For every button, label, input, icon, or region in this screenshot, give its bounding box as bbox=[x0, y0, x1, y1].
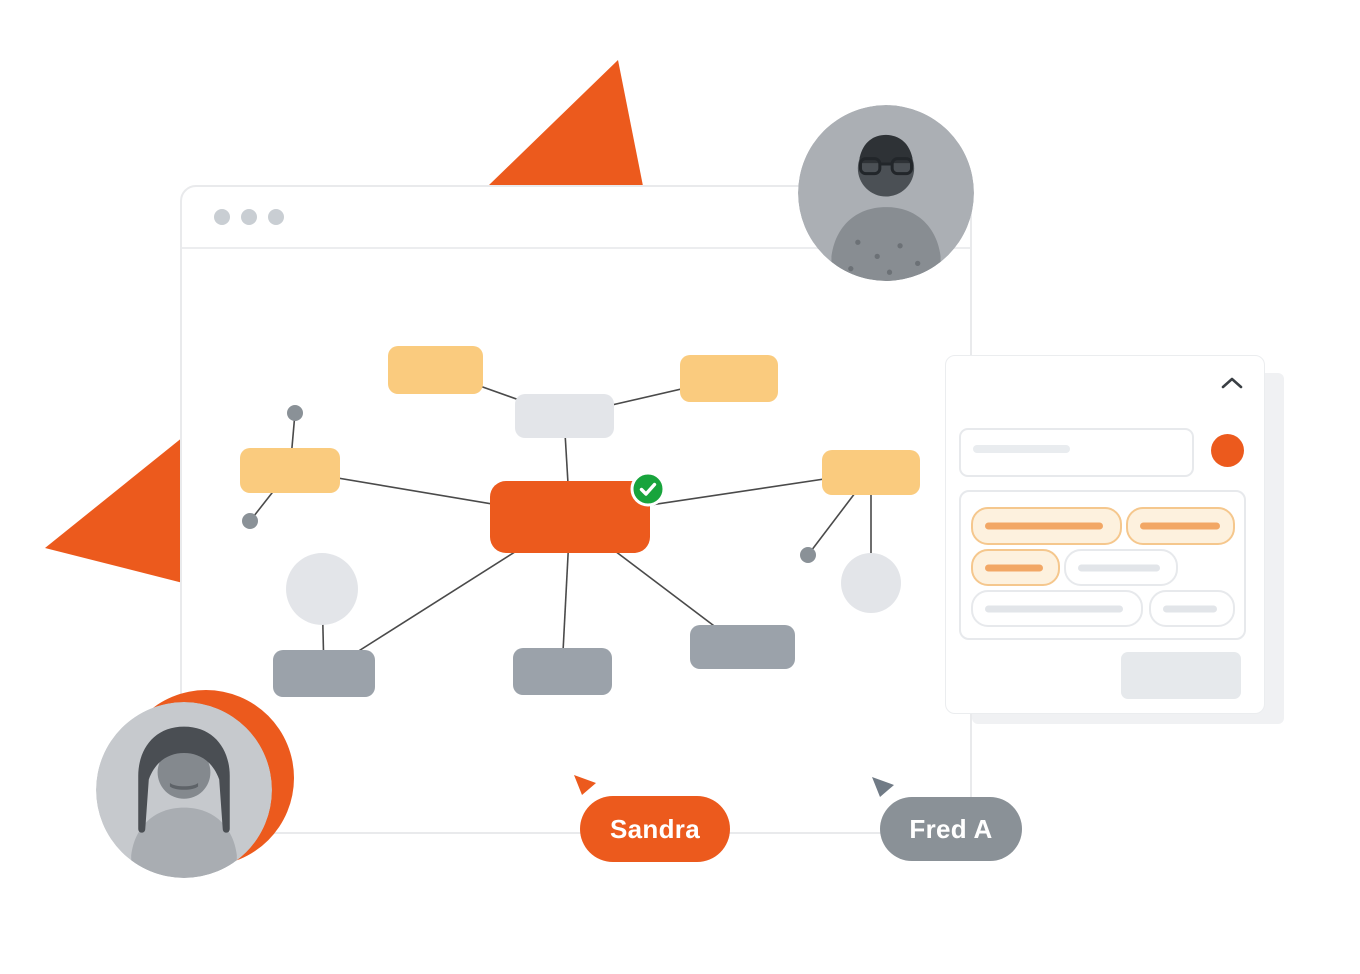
diagram-node-subtopic-bottom-center[interactable] bbox=[513, 648, 612, 695]
diagram-node-connector-dot-2[interactable] bbox=[242, 513, 258, 529]
collaborator-avatar-woman bbox=[96, 702, 272, 878]
bubble-text-skeleton bbox=[1163, 605, 1217, 612]
window-control-dot[interactable] bbox=[268, 209, 284, 225]
bubble-text-skeleton bbox=[1140, 522, 1220, 530]
chat-bubble bbox=[1149, 590, 1235, 627]
diagram-node-shape-circle-right[interactable] bbox=[841, 553, 901, 613]
decorative-triangle-left bbox=[45, 437, 183, 583]
diagram-node-subtopic-right[interactable] bbox=[822, 450, 920, 495]
comments-panel bbox=[945, 355, 1265, 714]
cursor-pointer-icon bbox=[574, 775, 596, 795]
window-control-dot[interactable] bbox=[214, 209, 230, 225]
diagram-node-subtopic-bottom-left[interactable] bbox=[273, 650, 375, 697]
diagram-node-subtopic-top-center[interactable] bbox=[515, 394, 614, 438]
chat-bubble bbox=[971, 590, 1143, 627]
decorative-triangle-top bbox=[488, 60, 643, 186]
collaborator-cursor-sandra: Sandra bbox=[572, 774, 752, 869]
collaborator-cursor-fred: Fred A bbox=[870, 776, 1045, 868]
bubble-text-skeleton bbox=[985, 564, 1043, 571]
diagram-node-shape-circle-left[interactable] bbox=[286, 553, 358, 625]
comment-thread bbox=[959, 490, 1246, 640]
chat-bubble bbox=[1064, 549, 1178, 586]
chat-bubble bbox=[971, 549, 1060, 586]
cursor-pointer-icon bbox=[872, 777, 894, 797]
bubble-text-skeleton bbox=[1078, 564, 1160, 571]
collaborator-avatar-man bbox=[798, 105, 974, 281]
diagram-node-subtopic-bottom-right[interactable] bbox=[690, 625, 795, 669]
chat-bubble bbox=[1126, 507, 1235, 545]
presence-avatar-dot bbox=[1211, 434, 1244, 467]
cursor-name-label: Sandra bbox=[580, 796, 730, 862]
diagram-node-subtopic-top-left[interactable] bbox=[388, 346, 483, 394]
diagram-node-connector-dot-3[interactable] bbox=[800, 547, 816, 563]
cursor-name-label: Fred A bbox=[880, 797, 1022, 861]
diagram-node-central-topic[interactable] bbox=[490, 481, 650, 553]
window-control-dot[interactable] bbox=[241, 209, 257, 225]
input-placeholder-skeleton bbox=[973, 445, 1070, 453]
comment-input[interactable] bbox=[959, 428, 1194, 477]
panel-action-button[interactable] bbox=[1121, 652, 1241, 699]
diagram-node-subtopic-left[interactable] bbox=[240, 448, 340, 493]
chat-bubble bbox=[971, 507, 1122, 545]
collapse-panel-button[interactable] bbox=[1214, 368, 1250, 398]
bubble-text-skeleton bbox=[985, 522, 1103, 530]
bubble-text-skeleton bbox=[985, 605, 1123, 612]
diagram-node-subtopic-top-right[interactable] bbox=[680, 355, 778, 402]
check-badge-icon bbox=[630, 471, 666, 507]
chevron-up-icon bbox=[1221, 377, 1243, 389]
diagram-node-connector-dot-1[interactable] bbox=[287, 405, 303, 421]
window-titlebar bbox=[182, 187, 970, 249]
